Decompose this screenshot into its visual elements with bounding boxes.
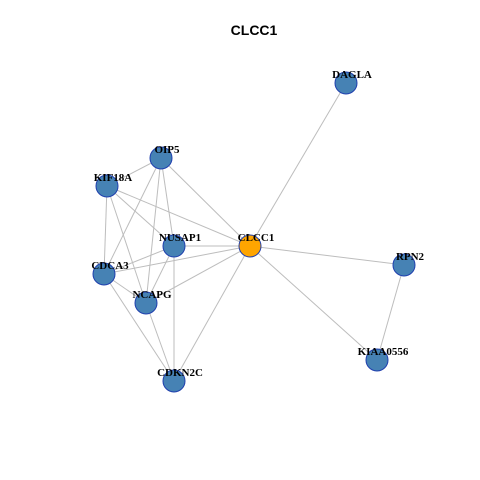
node-oip5: OIP5	[149, 144, 180, 170]
node-circle-cdca3	[92, 262, 116, 286]
edge-ncapg-cdkn2c	[145, 302, 175, 382]
node-clcc1: CLCC1	[238, 232, 275, 258]
edges-layer	[103, 82, 405, 382]
node-label-kif18a: KIF18A	[94, 172, 133, 184]
edge-clcc1-kif18a	[106, 185, 251, 247]
edge-oip5-ncapg	[145, 157, 162, 304]
node-circle-ncapg	[134, 291, 158, 315]
node-rpn2: RPN2	[392, 251, 425, 277]
node-label-ncapg: NCAPG	[132, 289, 172, 301]
node-label-clcc1: CLCC1	[238, 232, 275, 244]
node-circle-kiaa0556	[365, 348, 389, 372]
node-circle-rpn2	[392, 253, 416, 277]
edge-clcc1-oip5	[160, 157, 251, 247]
node-label-cdkn2c: CDKN2C	[157, 367, 203, 379]
node-nusap1: NUSAP1	[159, 232, 201, 258]
edge-kif18a-ncapg	[106, 185, 147, 304]
node-label-cdca3: CDCA3	[91, 260, 129, 272]
node-dagla: DAGLA	[332, 69, 372, 95]
node-circle-nusap1	[162, 234, 186, 258]
edge-rpn2-kiaa0556	[376, 264, 405, 361]
edge-kif18a-cdca3	[103, 185, 108, 275]
edge-clcc1-kiaa0556	[249, 245, 378, 361]
node-label-kiaa0556: KIAA0556	[358, 346, 409, 358]
node-kiaa0556: KIAA0556	[358, 346, 409, 372]
edge-clcc1-ncapg	[145, 245, 251, 304]
diagram-title: CLCC1	[231, 22, 278, 38]
node-cdca3: CDCA3	[91, 260, 129, 286]
edge-kif18a-nusap1	[106, 185, 175, 247]
node-label-dagla: DAGLA	[332, 69, 372, 81]
node-circle-cdkn2c	[162, 369, 186, 393]
node-cdkn2c: CDKN2C	[157, 367, 203, 393]
node-circle-oip5	[149, 146, 173, 170]
edge-clcc1-dagla	[249, 82, 347, 247]
node-label-oip5: OIP5	[154, 144, 180, 156]
edge-cdca3-cdkn2c	[103, 273, 175, 382]
edge-oip5-cdca3	[103, 157, 162, 275]
edge-nusap1-cdca3	[103, 245, 175, 275]
node-label-rpn2: RPN2	[396, 251, 425, 263]
node-circle-clcc1	[238, 234, 262, 258]
node-kif18a: KIF18A	[94, 172, 133, 198]
node-circle-dagla	[334, 71, 358, 95]
edge-clcc1-rpn2	[249, 245, 405, 266]
node-circle-kif18a	[95, 174, 119, 198]
node-label-nusap1: NUSAP1	[159, 232, 201, 244]
edge-oip5-nusap1	[160, 157, 175, 247]
edge-clcc1-cdca3	[103, 245, 251, 275]
edge-clcc1-cdkn2c	[173, 245, 251, 382]
node-ncapg: NCAPG	[132, 289, 172, 315]
